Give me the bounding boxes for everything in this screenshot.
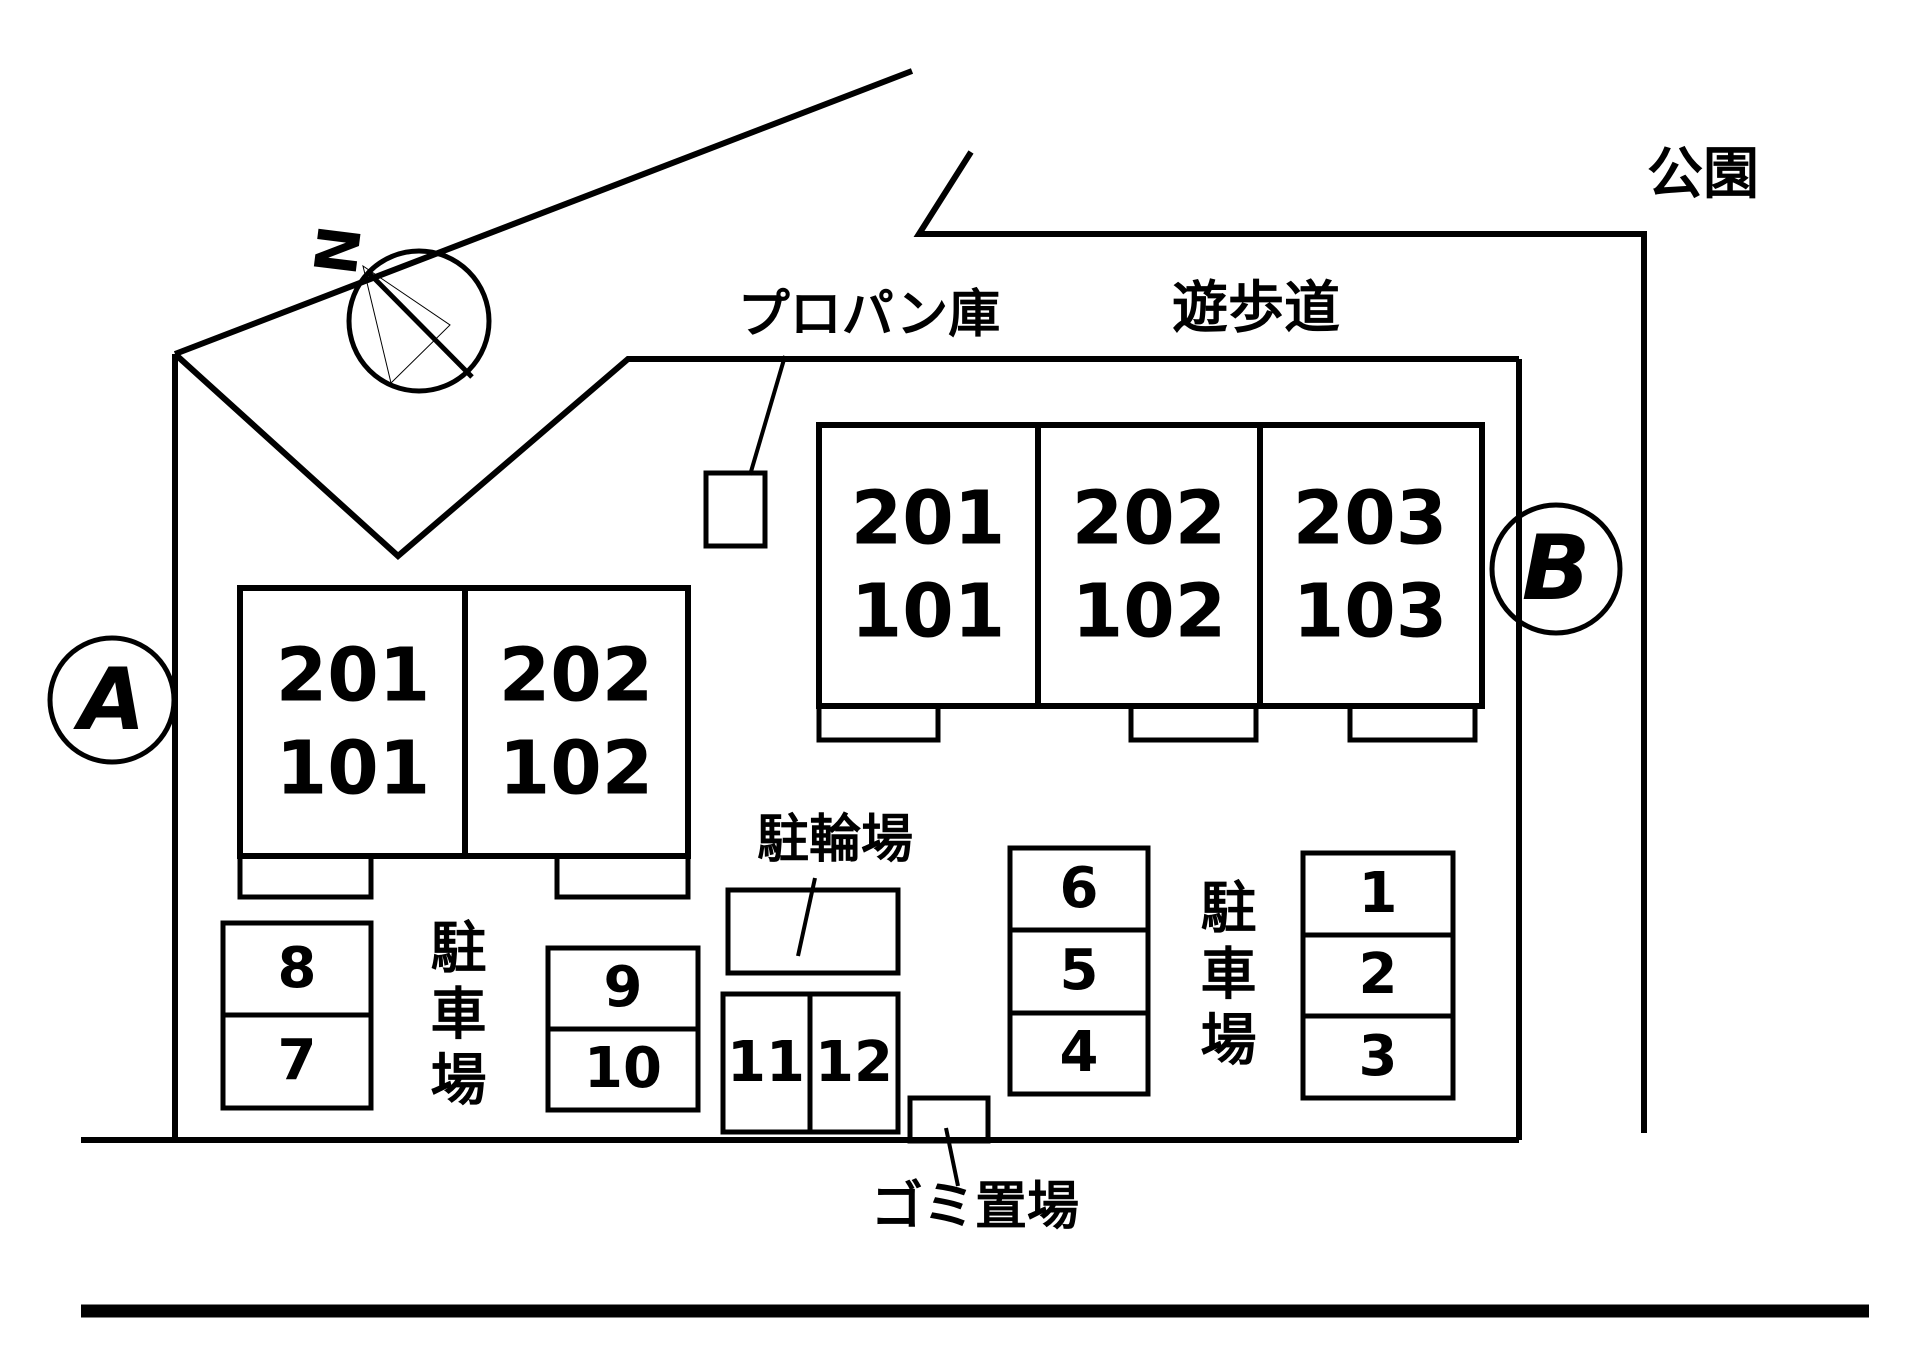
building-a-unit-2-lower: 102 [498, 725, 654, 811]
parking-label-east: 駐車場 [1191, 878, 1256, 1076]
bicycle-parking-box [725, 887, 901, 976]
garbage-area-label: ゴミ置場 [870, 1177, 1080, 1237]
parking-space-5: 5 [1059, 938, 1099, 1003]
parking-label-west: 駐車場 [421, 918, 486, 1116]
parking-space-7: 7 [277, 1028, 317, 1093]
building-b-porch-1 [816, 703, 941, 743]
building-b-unit-1-upper: 201 [850, 475, 1006, 562]
building-b-unit-2-lower: 102 [1071, 568, 1227, 654]
bicycle-parking-label: 駐輪場 [756, 810, 914, 870]
building-a-unit-2: 202 102 [499, 630, 653, 815]
compass-arrow-icon [362, 264, 451, 384]
building-a-unit-1-upper: 201 [275, 632, 431, 719]
promenade-label: 遊歩道 [1172, 276, 1340, 341]
propane-pointer-line [748, 355, 787, 476]
building-b-unit-1-lower: 101 [850, 568, 1006, 654]
building-b-unit-1: 201 101 [851, 473, 1005, 658]
building-a-porch-left [237, 853, 374, 900]
parking-space-3: 3 [1358, 1024, 1398, 1089]
propane-storage-label: プロパン庫 [737, 285, 1001, 345]
building-b-marker: B [1521, 516, 1591, 621]
parking-space-4: 4 [1059, 1020, 1099, 1085]
building-a-porch-right [554, 853, 691, 900]
building-b-porch-3 [1347, 703, 1478, 743]
parking-space-6: 6 [1059, 856, 1099, 921]
building-b-unit-3-lower: 103 [1292, 568, 1448, 654]
parking-space-9: 9 [603, 955, 643, 1020]
compass-needle-line [366, 270, 474, 379]
bicycle-pointer-line [796, 877, 817, 957]
parking-space-1: 1 [1358, 861, 1398, 926]
garbage-pointer-line [944, 1127, 960, 1187]
park-wall [913, 150, 1647, 1133]
parking-space-2: 2 [1358, 942, 1398, 1007]
parking-block-654 [1007, 845, 1151, 1097]
parking-space-8: 8 [277, 936, 317, 1001]
building-b-unit-3-upper: 203 [1292, 475, 1448, 562]
building-a-marker-circle [47, 635, 177, 765]
building-b-unit-2-upper: 202 [1071, 475, 1227, 562]
parking-block-123 [1300, 850, 1456, 1101]
building-b-unit-2: 202 102 [1072, 473, 1226, 658]
propane-storage-box [703, 470, 768, 549]
building-a-marker: A [78, 650, 146, 750]
building-b-unit-3: 203 103 [1293, 473, 1447, 658]
parking-space-12: 12 [815, 1030, 893, 1095]
building-b-porch-2 [1128, 703, 1259, 743]
road-edge-diagonal [173, 68, 914, 357]
parking-space-10: 10 [584, 1036, 662, 1101]
compass-north-label: N [299, 221, 373, 279]
building-a-unit-1: 201 101 [276, 630, 430, 815]
building-a-unit-2-upper: 202 [498, 632, 654, 719]
compass-circle [346, 248, 492, 394]
building-b-marker-circle [1489, 502, 1623, 636]
parking-space-11: 11 [727, 1030, 805, 1095]
park-label: 公園 [1647, 142, 1759, 207]
building-a-unit-1-lower: 101 [275, 725, 431, 811]
property-boundary-top [172, 351, 1519, 560]
